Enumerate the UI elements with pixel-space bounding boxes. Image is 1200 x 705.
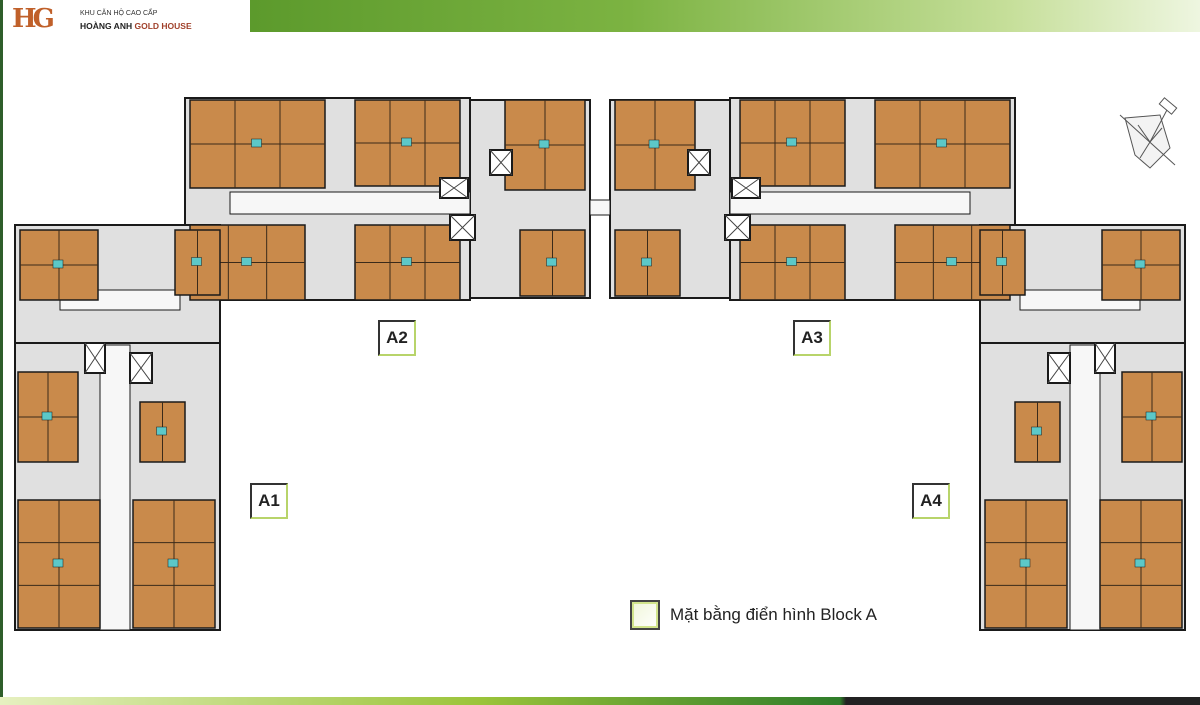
bathroom-fixture	[1019, 558, 1031, 568]
elevator-icon	[449, 214, 476, 241]
bathroom-fixture	[1134, 558, 1146, 568]
bathroom-fixture	[41, 411, 53, 421]
elevator-icon	[1047, 352, 1071, 384]
bathroom-fixture	[786, 257, 797, 266]
bathroom-fixture	[1134, 259, 1146, 269]
bathroom-fixture	[401, 257, 412, 266]
bathroom-fixture	[936, 138, 947, 148]
block-label-a4: A4	[912, 483, 950, 519]
header-green-bar	[250, 0, 1200, 32]
bathroom-fixture	[641, 257, 652, 267]
legend-swatch	[630, 600, 660, 630]
logo-name-part2: GOLD HOUSE	[134, 21, 192, 31]
block-label-a3: A3	[793, 320, 831, 356]
bathroom-fixture	[1145, 411, 1157, 421]
corridor	[99, 344, 131, 631]
corridor	[1069, 344, 1101, 631]
logo-mark: HG	[12, 4, 55, 34]
bathroom-fixture	[156, 426, 167, 436]
elevator-icon	[84, 342, 106, 374]
bathroom-fixture	[786, 137, 797, 147]
corridor	[229, 191, 471, 215]
legend-label: Mặt bằng điển hình Block A	[670, 605, 877, 624]
bathroom-fixture	[167, 558, 179, 568]
bathroom-fixture	[251, 138, 262, 148]
bathroom-fixture	[52, 558, 64, 568]
elevator-icon	[129, 352, 153, 384]
bathroom-fixture	[401, 137, 412, 147]
elevator-icon	[724, 214, 751, 241]
bathroom-fixture	[191, 257, 202, 266]
compass-icon	[1119, 97, 1178, 169]
logo-mark-text: HG	[12, 4, 55, 34]
logo-subtitle: KHU CĂN HỘ CAO CẤP	[80, 10, 158, 17]
logo-name: HOÀNG ANH GOLD HOUSE	[80, 21, 192, 31]
elevator-icon	[687, 149, 711, 176]
logo-name-part1: HOÀNG ANH	[80, 21, 135, 31]
bathroom-fixture	[648, 139, 660, 149]
elevator-icon	[489, 149, 513, 176]
bathroom-fixture	[52, 259, 64, 269]
bathroom-fixture	[546, 257, 557, 267]
legend: Mặt bằng điển hình Block A	[630, 600, 877, 630]
bathroom-fixture	[1031, 426, 1042, 436]
corridor	[589, 199, 611, 216]
bathroom-fixture	[946, 257, 957, 266]
elevator-icon	[439, 177, 469, 199]
footer-bar	[0, 697, 1200, 705]
elevator-icon	[1094, 342, 1116, 374]
bathroom-fixture	[996, 257, 1007, 266]
elevator-icon	[731, 177, 761, 199]
block-label-a1: A1	[250, 483, 288, 519]
logo: HG KHU CĂN HỘ CAO CẤP HOÀNG ANH GOLD HOU…	[8, 4, 238, 34]
bathroom-fixture	[538, 139, 550, 149]
left-border	[0, 0, 3, 705]
block-label-a2: A2	[378, 320, 416, 356]
bathroom-fixture	[241, 257, 252, 266]
corridor	[729, 191, 971, 215]
